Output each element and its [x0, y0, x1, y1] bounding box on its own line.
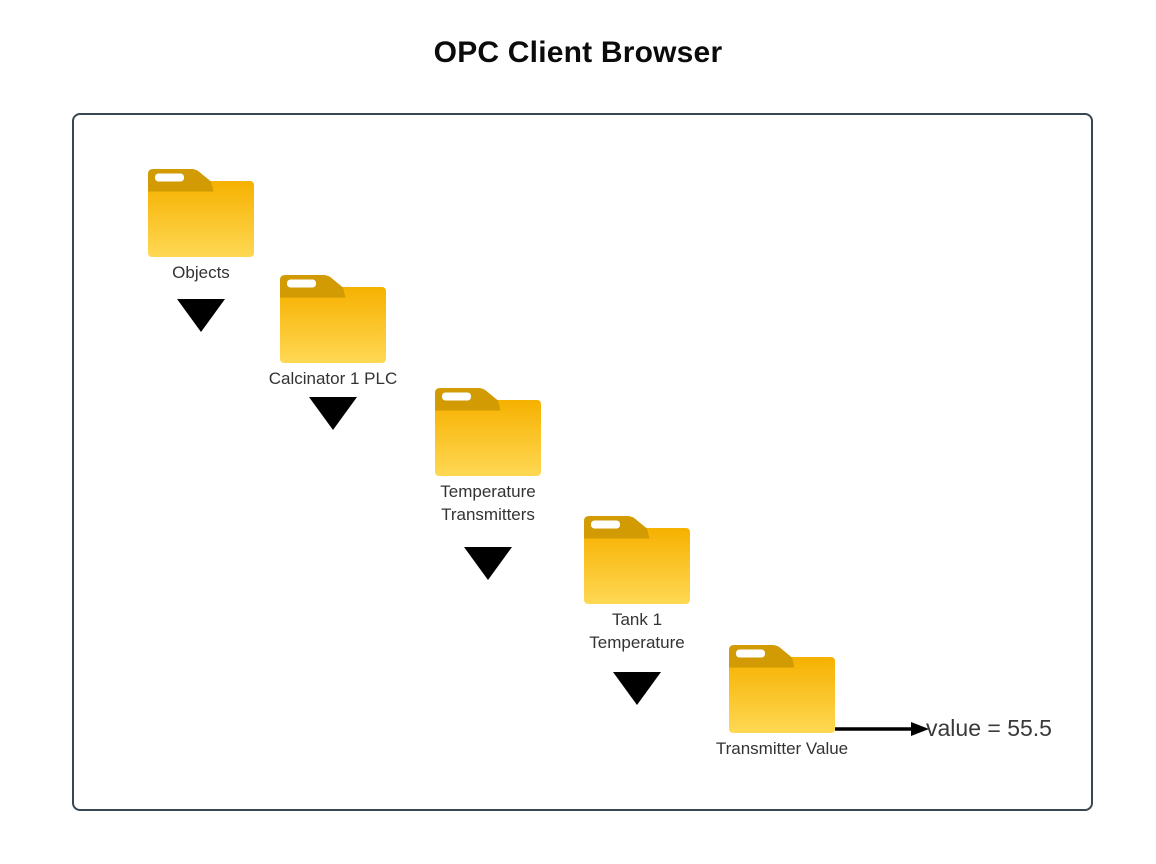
folder-icon[interactable] — [435, 388, 541, 476]
down-arrow-icon — [613, 672, 661, 705]
tree-node-objects[interactable]: Objects — [148, 169, 254, 282]
browser-panel: Objects Calcinator 1 PLC Temperature Tra… — [72, 113, 1093, 811]
tree-node-calcinator-1-plc[interactable]: Calcinator 1 PLC — [269, 275, 397, 388]
right-arrow-icon — [835, 722, 929, 736]
folder-icon[interactable] — [729, 645, 835, 733]
folder-icon[interactable] — [280, 275, 386, 363]
value-annotation: value = 55.5 — [926, 715, 1052, 741]
tree-node-transmitter-value[interactable]: Transmitter Value — [716, 645, 848, 758]
tree-node-tank-1-temperature[interactable]: Tank 1 Temperature — [584, 516, 690, 652]
node-label: Objects — [172, 263, 230, 282]
down-arrow-icon — [464, 547, 512, 580]
down-arrow-icon — [177, 299, 225, 332]
folder-icon[interactable] — [584, 516, 690, 604]
node-label: Transmitter Value — [715, 739, 849, 758]
down-arrow-icon — [309, 397, 357, 430]
node-label: Tank 1 Temperature — [589, 610, 685, 653]
node-label: Calcinator 1 PLC — [268, 369, 398, 388]
page-title: OPC Client Browser — [433, 36, 723, 69]
folder-icon[interactable] — [148, 169, 254, 257]
node-label: Temperature Transmitters — [440, 482, 536, 525]
tree-node-temperature-transmitters[interactable]: Temperature Transmitters — [435, 388, 541, 524]
